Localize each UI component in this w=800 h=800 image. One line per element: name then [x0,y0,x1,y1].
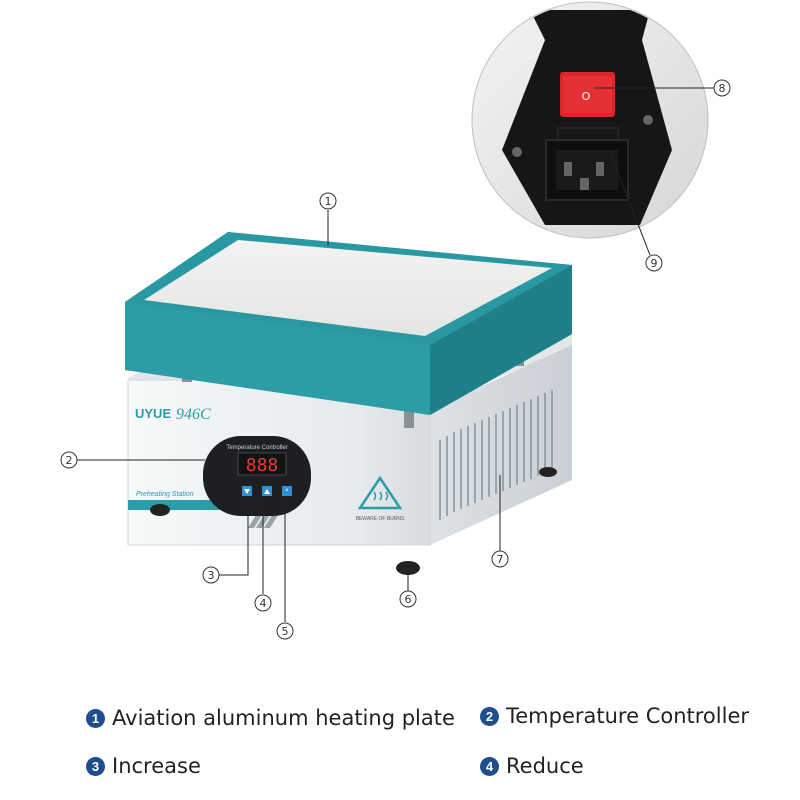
foot [150,504,170,516]
warning-label: BEWARE OF BURNS [356,516,405,522]
legend-badge: 3 [86,756,105,776]
callout-markers: 1 2 3 4 5 6 7 8 9 [60,79,731,640]
svg-text:8: 8 [719,82,726,95]
set-button[interactable] [282,486,292,496]
legend-text: Reduce [506,754,584,778]
callout-1: 1 [319,192,337,210]
svg-text:9: 9 [651,257,658,270]
callout-4: 4 [254,594,272,612]
callout-8: 8 [713,79,731,97]
led-readout: 888 [246,455,279,476]
svg-text:2: 2 [66,454,73,467]
power-inset: O [471,1,709,239]
foot [396,561,420,575]
callout-lines [77,87,714,622]
svg-text:7: 7 [497,553,504,566]
burn-warning: BEWARE OF BURNS [356,475,405,522]
legend-badge: 2 [480,706,499,726]
legend-text: Temperature Controller [506,704,749,728]
svg-text:3: 3 [208,569,215,582]
brand-logo: UYUE [135,406,171,421]
station-label: Preheating Station [136,491,194,498]
svg-text:1: 1 [325,195,332,208]
station-side-panel [430,345,572,545]
legend-badge: 4 [480,756,499,776]
foot [539,467,557,477]
legend-text: Increase [112,754,201,778]
callout-6: 6 [399,590,417,608]
legend-item-2: 2 Temperature Controller [480,704,749,728]
callout-5: 5 [276,622,294,640]
callout-9: 9 [645,254,663,272]
plate-surface [144,240,552,336]
controller-title: Temperature Controller [226,445,287,451]
svg-text:6: 6 [405,593,412,606]
svg-text:5: 5 [282,625,289,638]
svg-text:4: 4 [260,597,267,610]
legend-item-1: 1 Aviation aluminum heating plate [86,706,455,730]
legend-item-4: 4 Reduce [480,754,584,778]
legend-text: Aviation aluminum heating plate [112,706,455,730]
model-number: 946C [176,406,211,423]
led-display [237,452,287,476]
temperature-controller: Temperature Controller 888 ° [203,436,311,516]
legend-item-3: 3 Increase [86,754,201,778]
heating-plate [125,232,572,415]
svg-text:°: ° [285,488,289,496]
callout-2: 2 [60,451,78,469]
callout-7: 7 [491,550,509,568]
side-vents [439,390,553,520]
legend-badge: 1 [86,708,105,728]
callout-3: 3 [202,566,220,584]
switch-label: O [582,90,591,103]
